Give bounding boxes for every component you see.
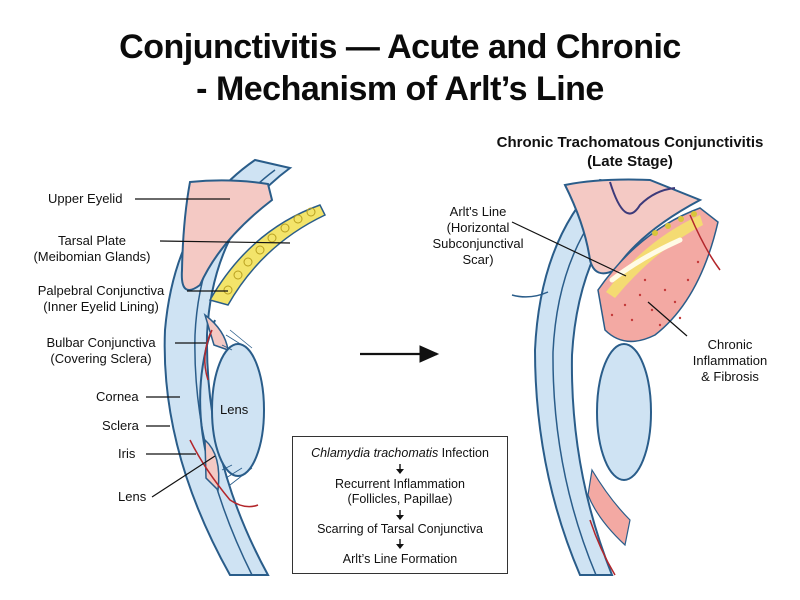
right-panel-title-line-1: Chronic Trachomatous Conjunctivitis [496, 134, 764, 151]
flow-step-infection-rest: Infection [438, 446, 489, 460]
label-palpebral-line-2: (Inner Eyelid Lining) [43, 299, 159, 314]
left-upper-eyelid [180, 179, 274, 291]
label-chronic-line-1: Chronic [707, 337, 753, 352]
label-tarsal-plate-line-1: Tarsal Plate [58, 233, 126, 248]
right-inflamed-tarsus [597, 207, 719, 343]
label-lens-inner: Lens [220, 402, 249, 417]
left-iris-upper [203, 313, 229, 352]
right-leader-lines [511, 221, 688, 337]
left-iris-lower [204, 438, 220, 492]
left-lens [211, 343, 265, 477]
flow-step-inflammation-line-2: (Follicles, Papillae) [347, 492, 453, 506]
label-chronic-line-3: & Fibrosis [701, 369, 759, 384]
label-bulbar-line-2: (Covering Sclera) [50, 351, 152, 366]
flow-arrow-down-icon [396, 510, 404, 520]
right-panel-title-line-2: (Late Stage) [587, 153, 673, 170]
label-palpebral-conjunctiva: Palpebral Conjunctiva (Inner Eyelid Lini… [14, 283, 188, 315]
arlts-line-scar [609, 237, 683, 283]
flow-step-inflammation-line-1: Recurrent Inflammation [335, 477, 465, 491]
label-bulbar-conjunctiva: Bulbar Conjunctiva (Covering Sclera) [26, 335, 176, 367]
label-arlts-line: Arlt's Line (Horizontal Subconjunctival … [416, 204, 540, 268]
left-eye-illustration [163, 158, 327, 576]
right-sclera-band [533, 178, 642, 576]
flow-step-arlt-formation: Arlt’s Line Formation [342, 552, 458, 566]
right-eye-illustration [511, 178, 721, 576]
flow-step-scarring: Scarring of Tarsal Conjunctiva [317, 522, 483, 536]
flow-arrow-down-icon [396, 464, 404, 474]
label-palpebral-line-1: Palpebral Conjunctiva [37, 283, 165, 298]
label-arlt-line-3: Subconjunctival [432, 236, 524, 251]
label-arlt-line-2: (Horizontal [446, 220, 510, 235]
right-lens [596, 343, 652, 481]
left-tarsal-plate [208, 204, 327, 306]
right-tarsal-glands [606, 215, 703, 298]
label-iris: Iris [118, 446, 136, 461]
flow-step-infection-organism: Chlamydia trachomatis [311, 446, 439, 460]
page-title-line-1: Conjunctivitis — Acute and Chronic [119, 28, 681, 66]
label-chronic-inflammation: Chronic Inflammation & Fibrosis [672, 337, 788, 385]
fibrosis-dots [610, 260, 700, 327]
right-panel-title: Chronic Trachomatous Conjunctivitis (Lat… [460, 133, 800, 171]
label-sclera: Sclera [102, 418, 139, 433]
flow-arrow-down-icon [396, 539, 404, 549]
flow-step-inflammation: Recurrent Inflammation (Follicles, Papil… [293, 477, 507, 507]
label-upper-eyelid: Upper Eyelid [48, 191, 123, 206]
page-title-line-2: - Mechanism of Arlt’s Line [196, 70, 604, 108]
label-arlt-line-1: Arlt's Line [449, 204, 507, 219]
flow-step-infection: Chlamydia trachomatis Infection [293, 446, 507, 461]
label-cornea: Cornea [96, 389, 139, 404]
label-chronic-line-2: Inflammation [692, 353, 768, 368]
left-leader-lines [135, 198, 291, 498]
label-lens-outer: Lens [118, 489, 147, 504]
label-tarsal-plate: Tarsal Plate (Meibomian Glands) [24, 233, 160, 265]
right-lower-inflamed [587, 468, 631, 547]
label-bulbar-line-1: Bulbar Conjunctiva [46, 335, 156, 350]
label-tarsal-plate-line-2: (Meibomian Glands) [33, 249, 151, 264]
pathogenesis-flowchart: Chlamydia trachomatis Infection Recurren… [292, 436, 508, 574]
label-arlt-line-4: Scar) [462, 252, 494, 267]
